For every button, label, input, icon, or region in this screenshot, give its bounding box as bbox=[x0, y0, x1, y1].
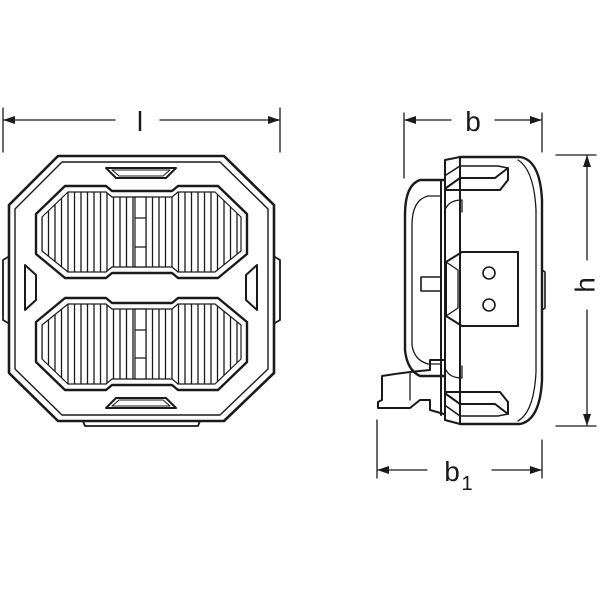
left-side-tab bbox=[2, 256, 9, 324]
left-vent bbox=[24, 264, 37, 311]
side-view bbox=[376, 112, 597, 479]
back-housing bbox=[403, 178, 446, 378]
screw-hole-bottom bbox=[482, 298, 496, 312]
label-l: l bbox=[137, 106, 143, 137]
housing-outer bbox=[7, 154, 276, 423]
bottom-vent bbox=[105, 397, 177, 409]
label-h: h bbox=[569, 277, 600, 293]
side-bezel bbox=[458, 155, 544, 426]
dimension-b bbox=[403, 112, 543, 179]
mount-block bbox=[445, 251, 519, 327]
dimension-b1 bbox=[376, 419, 543, 479]
right-side-tab bbox=[274, 256, 281, 324]
top-vent bbox=[105, 167, 177, 179]
screw-hole-top bbox=[482, 266, 496, 280]
label-b: b bbox=[465, 106, 481, 137]
bottom-tab bbox=[82, 420, 201, 427]
housing-inner bbox=[14, 161, 269, 416]
front-view bbox=[2, 107, 281, 427]
label-b1-subscript: 1 bbox=[461, 473, 472, 495]
dimension-l bbox=[2, 107, 281, 153]
label-b1: b bbox=[444, 456, 460, 487]
connector bbox=[377, 359, 445, 415]
lower-lens-panel bbox=[34, 296, 249, 392]
upper-lens-panel bbox=[34, 184, 249, 280]
dimension-h bbox=[555, 154, 597, 427]
right-vent bbox=[245, 264, 258, 311]
